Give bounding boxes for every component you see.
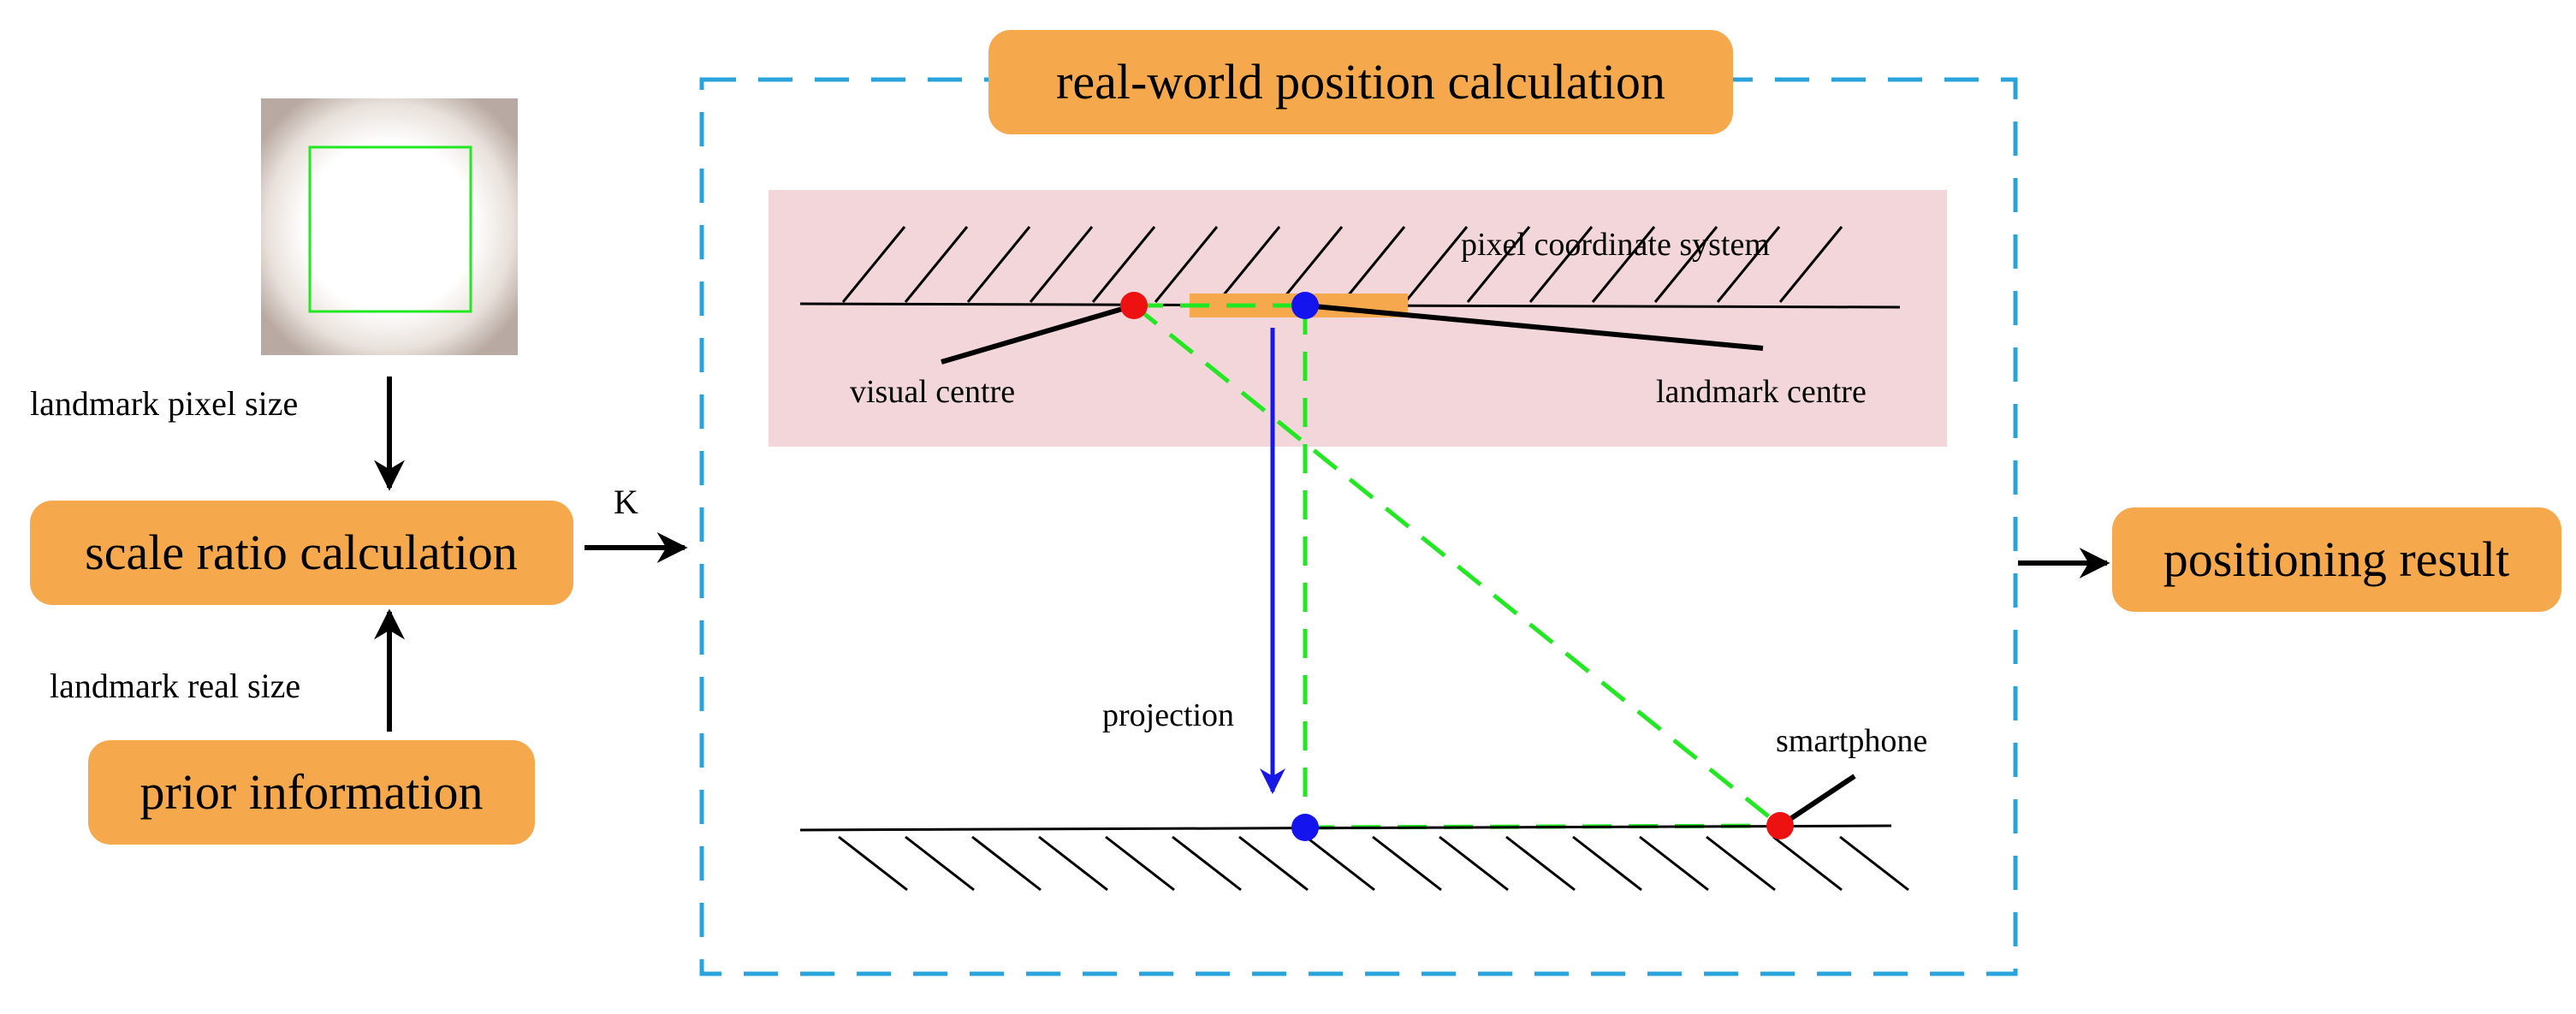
landmark-centre-pointer <box>1304 303 1764 351</box>
visual-centre-pointer <box>941 303 1135 365</box>
hatch-mark <box>971 835 1042 892</box>
hatch-mark <box>1038 835 1108 892</box>
hatch-mark <box>1528 226 1594 303</box>
hatch-mark <box>1778 226 1843 303</box>
hatch-mark <box>1372 835 1442 892</box>
k-label: K <box>614 483 638 521</box>
hatch-mark <box>1706 835 1776 892</box>
image-plane-hatching <box>841 226 1843 303</box>
smartphone-label: smartphone <box>1776 723 1927 759</box>
ground-hatching <box>838 835 1909 892</box>
visual-centre-dot <box>1120 292 1148 319</box>
landmark-centre-label: landmark centre <box>1656 374 1867 410</box>
hatch-mark <box>838 835 908 892</box>
pixel-coordinate-system-label: pixel coordinate system <box>1461 227 1770 263</box>
landmark-centre-dot <box>1291 292 1319 319</box>
scale-ratio-box: scale ratio calculation <box>30 501 573 605</box>
smartphone-dot <box>1766 812 1794 839</box>
ground-line <box>799 824 1892 832</box>
positioning-result-box: positioning result <box>2112 507 2561 612</box>
hatch-mark <box>1091 226 1156 303</box>
hatch-mark <box>966 226 1031 303</box>
hatch-mark <box>1029 226 1094 303</box>
hatch-mark <box>1439 835 1509 892</box>
real-world-label: real-world position calculation <box>1056 54 1665 110</box>
hatch-mark <box>1172 835 1242 892</box>
hatch-mark <box>1591 226 1656 303</box>
hatch-mark <box>1839 835 1909 892</box>
hatch-mark <box>1404 226 1469 303</box>
landmark-photo-icon <box>261 98 518 355</box>
landmark-pixel-size-label: landmark pixel size <box>30 384 298 423</box>
hatch-mark <box>1466 226 1531 303</box>
hatch-mark <box>1772 835 1843 892</box>
hatch-mark <box>1653 226 1718 303</box>
hatch-mark <box>1716 226 1781 303</box>
hatch-mark <box>1105 835 1175 892</box>
hatch-mark <box>1238 835 1309 892</box>
projection-label: projection <box>1102 697 1234 733</box>
projected-landmark-dot <box>1291 814 1319 841</box>
visual-centre-label: visual centre <box>850 374 1015 410</box>
hatch-mark <box>1305 835 1375 892</box>
hatch-mark <box>841 226 906 303</box>
hatch-mark <box>1639 835 1709 892</box>
scale-ratio-label: scale ratio calculation <box>85 525 518 580</box>
landmark-real-size-label: landmark real size <box>50 667 300 705</box>
hatch-mark <box>1154 226 1219 303</box>
hatch-mark <box>904 226 969 303</box>
prior-information-label: prior information <box>139 764 483 820</box>
hatch-mark <box>1279 226 1344 303</box>
prior-information-box: prior information <box>88 740 535 845</box>
landmark-bounding-box <box>308 145 472 313</box>
calculation-frame <box>699 77 2018 976</box>
hatch-mark <box>1505 835 1576 892</box>
hatch-mark <box>905 835 975 892</box>
positioning-result-label: positioning result <box>2163 531 2509 587</box>
image-plane-panel <box>769 190 1947 447</box>
hatch-mark <box>1216 226 1281 303</box>
real-world-box: real-world position calculation <box>988 30 1733 134</box>
hatch-mark <box>1572 835 1642 892</box>
hatch-mark <box>1341 226 1406 303</box>
smartphone-pointer <box>1778 774 1856 828</box>
